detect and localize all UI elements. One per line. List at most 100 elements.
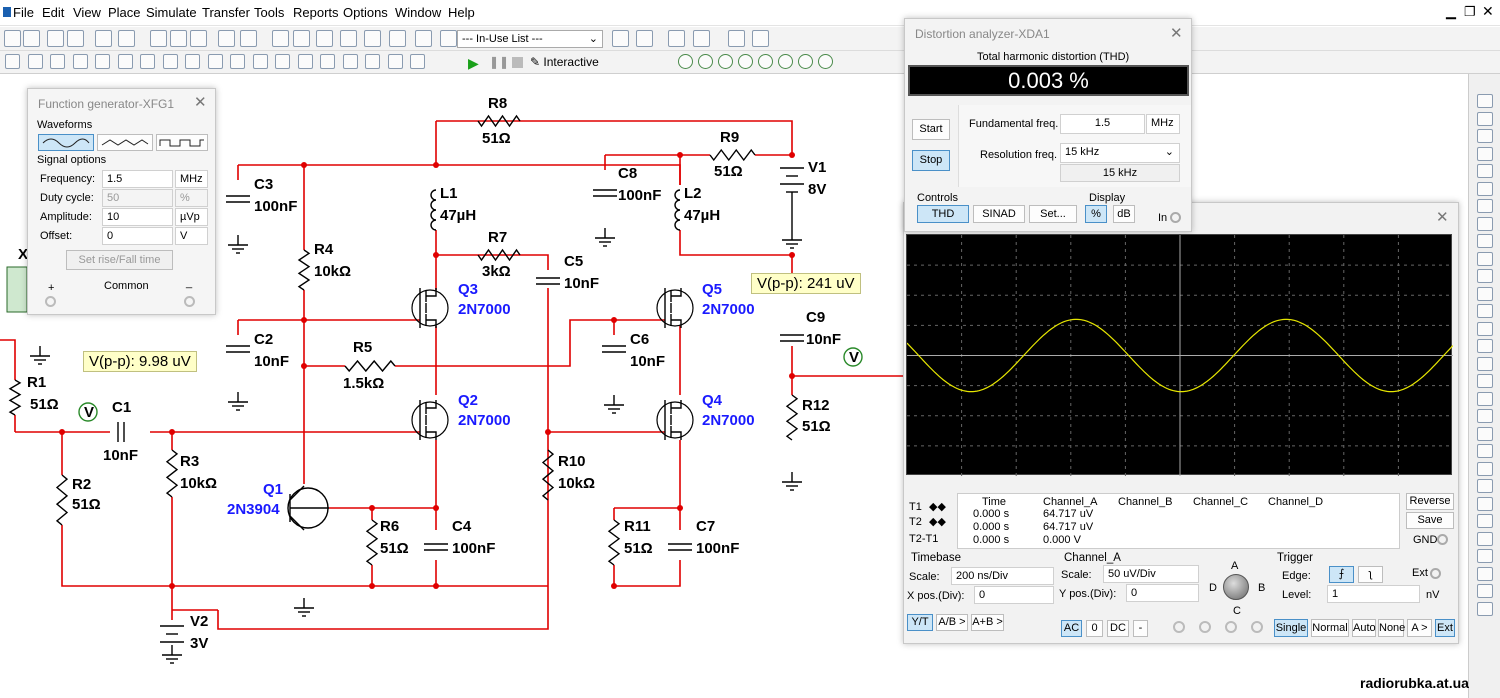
set-rise-fall-button[interactable]: Set rise/Fall time [66, 250, 173, 270]
instrument-icon[interactable] [1477, 111, 1493, 126]
sine-wave-button[interactable] [38, 134, 94, 151]
channel-terminal[interactable] [1225, 621, 1237, 633]
level-field[interactable]: 1 [1327, 585, 1420, 603]
toolbar-tool-icon[interactable] [272, 30, 289, 47]
toolbar-tool-icon[interactable] [389, 30, 406, 47]
probe-tool-icon[interactable] [758, 54, 773, 69]
source-ref[interactable]: V1 [808, 159, 826, 176]
component-bin-icon[interactable] [297, 54, 313, 69]
probe-icon[interactable] [843, 347, 863, 367]
rising-edge-button[interactable]: ⨍ [1329, 566, 1354, 583]
component-bin-icon[interactable] [185, 54, 200, 69]
in-use-list-dropdown[interactable]: --- In-Use List --- ⌄ [457, 30, 603, 48]
instrument-icon[interactable] [1477, 461, 1493, 476]
fg-row-value[interactable]: 1.5 [102, 170, 173, 188]
trigger-mode-button[interactable]: Ext [1435, 619, 1455, 637]
in-terminal[interactable] [1170, 212, 1181, 223]
toolbar-tool-icon[interactable] [316, 30, 333, 47]
instrument-icon[interactable] [1477, 356, 1493, 371]
resistor-value[interactable]: 51Ω [482, 130, 511, 147]
xfg1-instrument[interactable] [6, 266, 28, 313]
resistor-ref[interactable]: R12 [802, 397, 830, 414]
close-icon[interactable]: ✕ [1436, 209, 1449, 226]
toolbar-tool-icon[interactable] [693, 30, 710, 47]
channel-terminal[interactable] [1173, 621, 1185, 633]
instrument-icon[interactable] [1477, 444, 1493, 458]
instrument-icon[interactable] [1477, 496, 1493, 511]
resistor-ref[interactable]: R1 [27, 374, 46, 391]
transistor-part[interactable]: 2N7000 [702, 301, 755, 318]
probe-tool-icon[interactable] [818, 54, 833, 69]
capacitor-value[interactable]: 10nF [806, 331, 841, 348]
transistor-part[interactable]: 2N7000 [458, 301, 511, 318]
resistor-value[interactable]: 51Ω [802, 418, 831, 435]
instrument-icon[interactable] [1477, 566, 1493, 581]
instrument-icon[interactable] [1477, 181, 1493, 196]
resistor-ref[interactable]: R9 [720, 129, 739, 146]
toolbar-tool-icon[interactable] [150, 30, 167, 47]
reverse-button[interactable]: Reverse [1406, 493, 1454, 510]
transistor-ref[interactable]: Q1 [263, 481, 283, 498]
t2-cursor-arrows[interactable]: ◆◆ [929, 516, 946, 528]
source-value[interactable]: 8V [808, 181, 826, 198]
channel-terminal[interactable] [1199, 621, 1211, 633]
component-bin-icon[interactable] [410, 54, 425, 69]
instrument-icon[interactable] [1477, 374, 1493, 388]
component-bin-icon[interactable] [252, 54, 268, 69]
component-bin-icon[interactable] [27, 54, 43, 69]
menu-7[interactable]: Reports [293, 5, 339, 20]
fg-row-unit[interactable]: µVp [175, 208, 208, 226]
menu-4[interactable]: Simulate [146, 5, 197, 20]
fg-row-unit[interactable]: MHz [175, 170, 208, 188]
instrument-icon[interactable] [1477, 216, 1493, 231]
close-icon[interactable]: ✕ [1170, 25, 1183, 42]
component-bin-icon[interactable] [365, 54, 380, 69]
probe-tool-icon[interactable] [778, 54, 793, 69]
toolbar-tool-icon[interactable] [118, 30, 135, 47]
x-pos-field[interactable]: 0 [974, 586, 1054, 604]
component-bin-icon[interactable] [50, 54, 65, 69]
resistor-ref[interactable]: R10 [558, 453, 586, 470]
toolbar-tool-icon[interactable] [240, 30, 257, 47]
trigger-mode-button[interactable]: A > [1407, 619, 1432, 637]
stop-sim-icon[interactable] [512, 57, 523, 68]
toolbar-tool-icon[interactable] [440, 30, 457, 47]
component-bin-icon[interactable] [95, 54, 110, 69]
falling-edge-button[interactable]: ʅ [1358, 566, 1383, 583]
toolbar-tool-icon[interactable] [170, 30, 187, 47]
capacitor-value[interactable]: 100nF [696, 540, 739, 557]
plus-terminal[interactable] [45, 296, 56, 307]
toolbar-tool-icon[interactable] [612, 30, 629, 47]
resistor-ref[interactable]: R2 [72, 476, 91, 493]
capacitor-value[interactable]: 100nF [254, 198, 297, 215]
dc-coupling-button[interactable]: DC [1107, 620, 1129, 637]
set-button[interactable]: Set... [1029, 205, 1077, 223]
resolution-dropdown[interactable]: 15 kHz ⌄ [1060, 143, 1180, 163]
component-bin-icon[interactable] [140, 54, 155, 69]
yt-button[interactable]: Y/T [907, 614, 933, 631]
instrument-icon[interactable] [1477, 409, 1493, 423]
resistor-value[interactable]: 51Ω [624, 540, 653, 557]
mosfet-symbol[interactable] [411, 401, 449, 439]
component-bin-icon[interactable] [275, 54, 290, 69]
menu-10[interactable]: Help [448, 5, 475, 20]
mosfet-symbol[interactable] [411, 289, 449, 327]
run-icon[interactable]: ▶ [468, 55, 479, 71]
probe-glyph[interactable]: V [849, 349, 859, 366]
invert-button[interactable]: - [1133, 620, 1148, 637]
save-button[interactable]: Save [1406, 512, 1454, 529]
resistor-value[interactable]: 51Ω [380, 540, 409, 557]
capacitor-value[interactable]: 100nF [452, 540, 495, 557]
instrument-icon[interactable] [1477, 94, 1493, 108]
capacitor-ref[interactable]: C8 [618, 165, 637, 182]
fundamental-field[interactable]: 1.5 [1060, 114, 1145, 134]
resistor-ref[interactable]: R7 [488, 229, 507, 246]
a-plus-b-button[interactable]: A+B > [971, 614, 1004, 631]
toolbar-tool-icon[interactable] [728, 30, 745, 47]
instrument-icon[interactable] [1477, 251, 1493, 266]
instrument-icon[interactable] [1477, 584, 1493, 598]
resistor-value[interactable]: 3kΩ [482, 263, 511, 280]
transistor-ref[interactable]: Q2 [458, 392, 478, 409]
menu-5[interactable]: Transfer [202, 5, 250, 20]
instrument-icon[interactable] [1477, 391, 1493, 406]
